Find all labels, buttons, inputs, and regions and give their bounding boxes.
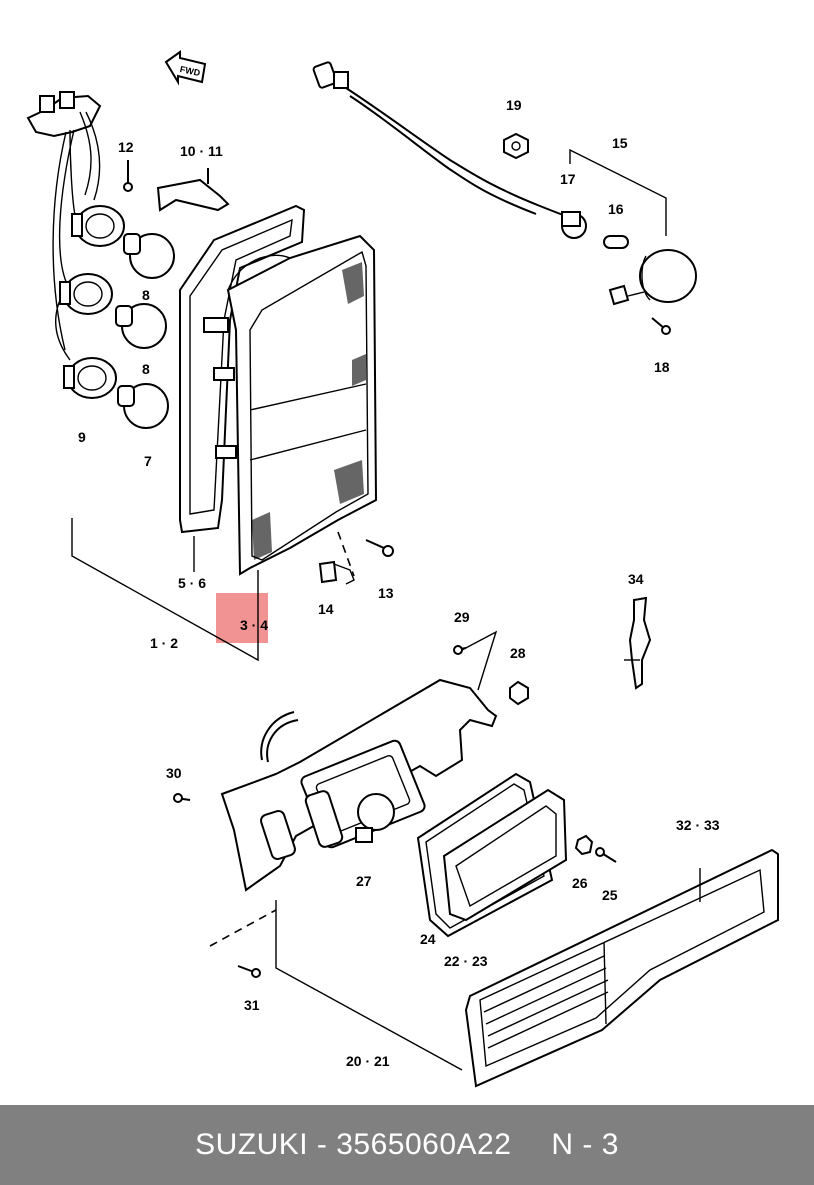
side-marker-lamp-15 bbox=[608, 249, 697, 306]
fwd-arrow-icon: FWD bbox=[164, 50, 207, 86]
bulb-socket-3 bbox=[63, 357, 117, 399]
screw-31 bbox=[237, 965, 261, 978]
label-25: 25 bbox=[602, 887, 618, 903]
label-26: 26 bbox=[572, 875, 588, 891]
nut-28 bbox=[509, 680, 529, 706]
label-27: 27 bbox=[356, 873, 372, 889]
screw-30 bbox=[173, 793, 191, 803]
label-7: 7 bbox=[144, 453, 152, 469]
parts-diagram: FWD bbox=[26, 50, 779, 1088]
footer-page: N - 3 bbox=[551, 1128, 619, 1161]
label-19: 19 bbox=[506, 97, 522, 113]
label-17: 17 bbox=[560, 171, 576, 187]
bulb-16 bbox=[603, 235, 629, 249]
label-30: 30 bbox=[166, 765, 182, 781]
label-20-21: 20 · 21 bbox=[346, 1053, 390, 1069]
label-29: 29 bbox=[454, 609, 470, 625]
nut-26 bbox=[574, 834, 594, 856]
bracket-10-11 bbox=[156, 168, 230, 212]
label-22-23: 22 · 23 bbox=[444, 953, 488, 969]
garnish-32-33 bbox=[464, 848, 779, 1088]
label-8-top: 8 bbox=[142, 287, 150, 303]
leader-15 bbox=[569, 148, 667, 236]
bulb-socket-2 bbox=[59, 273, 113, 315]
label-34: 34 bbox=[628, 571, 644, 587]
screw-12 bbox=[123, 160, 133, 192]
bulb-socket-1 bbox=[71, 205, 125, 247]
label-3-4: 3 · 4 bbox=[240, 617, 268, 633]
lamp-gasket-5-6 bbox=[179, 204, 306, 534]
label-5-6: 5 · 6 bbox=[178, 575, 206, 591]
leader-1-2 bbox=[71, 518, 259, 662]
lens-22-23 bbox=[442, 788, 568, 922]
highlight-box bbox=[216, 593, 268, 643]
footer-part-number: SUZUKI - 3565060A22 bbox=[195, 1128, 512, 1161]
label-32-33: 32 · 33 bbox=[676, 817, 720, 833]
side-marker-wiring bbox=[312, 61, 567, 217]
footer-bar: SUZUKI - 3565060A22 N - 3 bbox=[0, 1105, 814, 1185]
label-13: 13 bbox=[378, 585, 394, 601]
label-18: 18 bbox=[654, 359, 670, 375]
label-1-2: 1 · 2 bbox=[150, 635, 178, 651]
screw-18 bbox=[651, 317, 671, 335]
label-16: 16 bbox=[608, 201, 624, 217]
bulb-7 bbox=[117, 383, 169, 429]
screw-13 bbox=[365, 539, 394, 557]
label-9: 9 bbox=[78, 429, 86, 445]
label-15: 15 bbox=[612, 135, 628, 151]
label-31: 31 bbox=[244, 997, 260, 1013]
bulb-8-middle bbox=[115, 303, 167, 349]
screw-29 bbox=[453, 645, 467, 655]
screw-25 bbox=[595, 847, 617, 863]
nut-19 bbox=[503, 132, 529, 160]
leader-20-21 bbox=[275, 900, 463, 1071]
bulb-8-top bbox=[123, 233, 175, 279]
label-10-11: 10 · 11 bbox=[180, 143, 223, 159]
socket-17 bbox=[561, 211, 587, 239]
bulb-27 bbox=[355, 793, 395, 843]
label-12: 12 bbox=[118, 139, 134, 155]
label-8-middle: 8 bbox=[142, 361, 150, 377]
clip-14 bbox=[318, 560, 355, 585]
bracket-34 bbox=[624, 596, 652, 690]
label-14: 14 bbox=[318, 601, 334, 617]
fwd-marker: FWD bbox=[179, 64, 202, 78]
label-24: 24 bbox=[420, 931, 436, 947]
harness-connector bbox=[26, 91, 102, 361]
label-28: 28 bbox=[510, 645, 526, 661]
